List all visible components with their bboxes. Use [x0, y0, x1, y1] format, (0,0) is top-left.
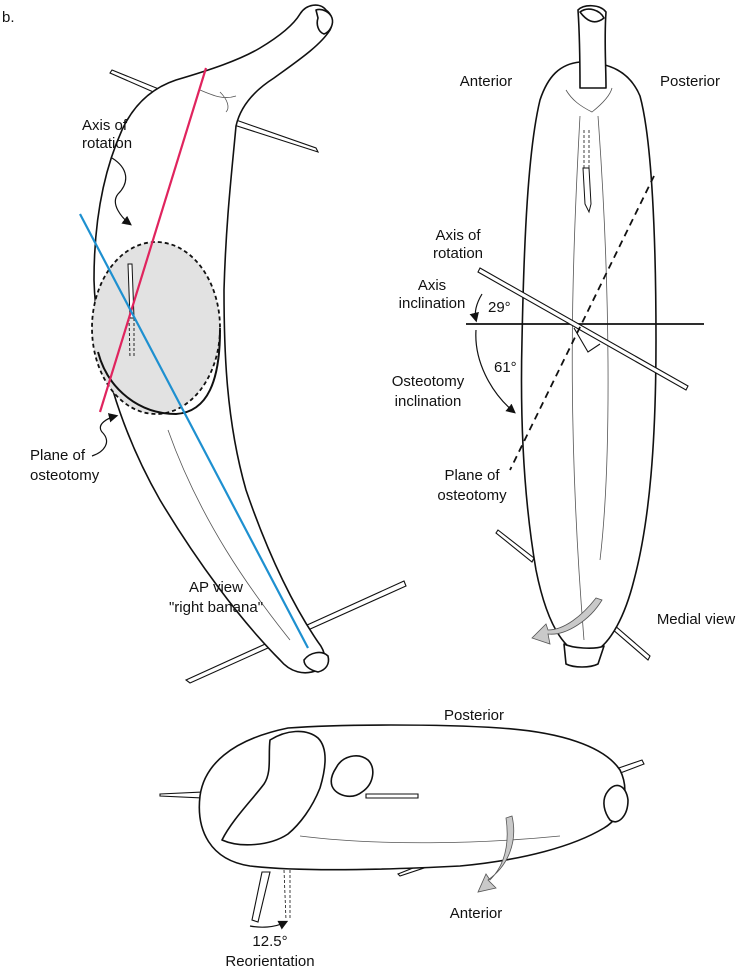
bottom-pin-left [159, 791, 205, 799]
medial-ost-incl-1: Osteotomy [392, 373, 465, 390]
medial-plane-label-1: Plane of [444, 467, 500, 484]
medial-posterior-label: Posterior [660, 73, 720, 90]
bottom-rotation-arrow [477, 815, 515, 893]
medial-axis-label-1: Axis of [435, 227, 481, 244]
bottom-through-pin [365, 793, 419, 799]
ap-axis-of-rotation-line [98, 67, 208, 413]
bottom-reorient-pin-dashed [283, 869, 291, 921]
ap-view: Axis of rotation Plane of osteotomy AP v… [30, 4, 407, 684]
medial-caption: Medial view [657, 611, 736, 628]
bottom-view: Posterior Anterior 12.5° Reorientation [159, 707, 645, 970]
ap-inner-pin-dashed [128, 317, 135, 359]
ap-plane-label-1: Plane of [30, 447, 86, 464]
medial-seam-1 [571, 115, 585, 641]
bottom-anterior-label: Anterior [450, 905, 503, 922]
medial-ridge [565, 87, 613, 113]
ap-plane-of-osteotomy-line [79, 213, 309, 649]
medial-right-angle [573, 327, 601, 353]
medial-axis-label-2: rotation [433, 245, 483, 262]
medial-seam-2 [597, 115, 609, 561]
medial-stem-top [579, 8, 605, 23]
ap-seam [167, 429, 291, 641]
ap-caption-2: "right banana" [169, 599, 263, 616]
medial-rotation-arrow [531, 597, 603, 645]
medial-ost-angle: 61° [494, 359, 517, 376]
medial-plane-dashed-line [509, 175, 655, 471]
medial-axis-incl-1: Axis [418, 277, 446, 294]
ap-stem-cut [315, 8, 334, 35]
medial-stem [577, 4, 607, 89]
ap-tip [303, 651, 330, 673]
bottom-stump [221, 730, 326, 846]
medial-plane-label-2: osteotomy [437, 487, 507, 504]
bottom-reorientation-label: Reorientation [225, 953, 314, 970]
ap-axis-label-2: rotation [82, 135, 132, 152]
medial-anterior-label: Anterior [460, 73, 513, 90]
medial-view: Anterior Posterior Axis of rotation Axis… [392, 4, 736, 668]
ap-plane-label-2: osteotomy [30, 467, 100, 484]
medial-ost-incl-2: inclination [395, 393, 462, 410]
medial-axis-angle: 29° [488, 299, 511, 316]
bottom-posterior-label: Posterior [444, 707, 504, 724]
ap-pin-top-right [233, 119, 320, 153]
medial-axis-angle-arc [469, 293, 483, 323]
medial-ost-angle-arc [475, 329, 516, 414]
panel-label: b. [2, 9, 15, 26]
bottom-seam [299, 835, 561, 844]
medial-inner-pin [582, 167, 592, 214]
medial-inner-pin-dashed [583, 130, 590, 168]
bottom-reorient-pin [251, 871, 271, 923]
bottom-end-cap [603, 784, 629, 823]
ap-plane-leader [91, 413, 119, 457]
ap-osteotomy-plane [91, 241, 221, 415]
medial-pin-lower-left [495, 529, 535, 563]
ap-axis-label-1: Axis of [82, 117, 128, 134]
medial-axis-pin [477, 267, 689, 391]
ap-osteotomy-front-edge [97, 329, 221, 416]
ap-axis-leader [111, 157, 132, 226]
ap-caption-1: AP view [189, 579, 243, 596]
bottom-angle-label: 12.5° [252, 933, 287, 950]
ap-ridge [199, 89, 237, 113]
bottom-stump-knob [330, 755, 374, 798]
bottom-reorient-arc [249, 920, 289, 930]
medial-axis-incl-2: inclination [399, 295, 466, 312]
medial-tip [563, 643, 605, 668]
